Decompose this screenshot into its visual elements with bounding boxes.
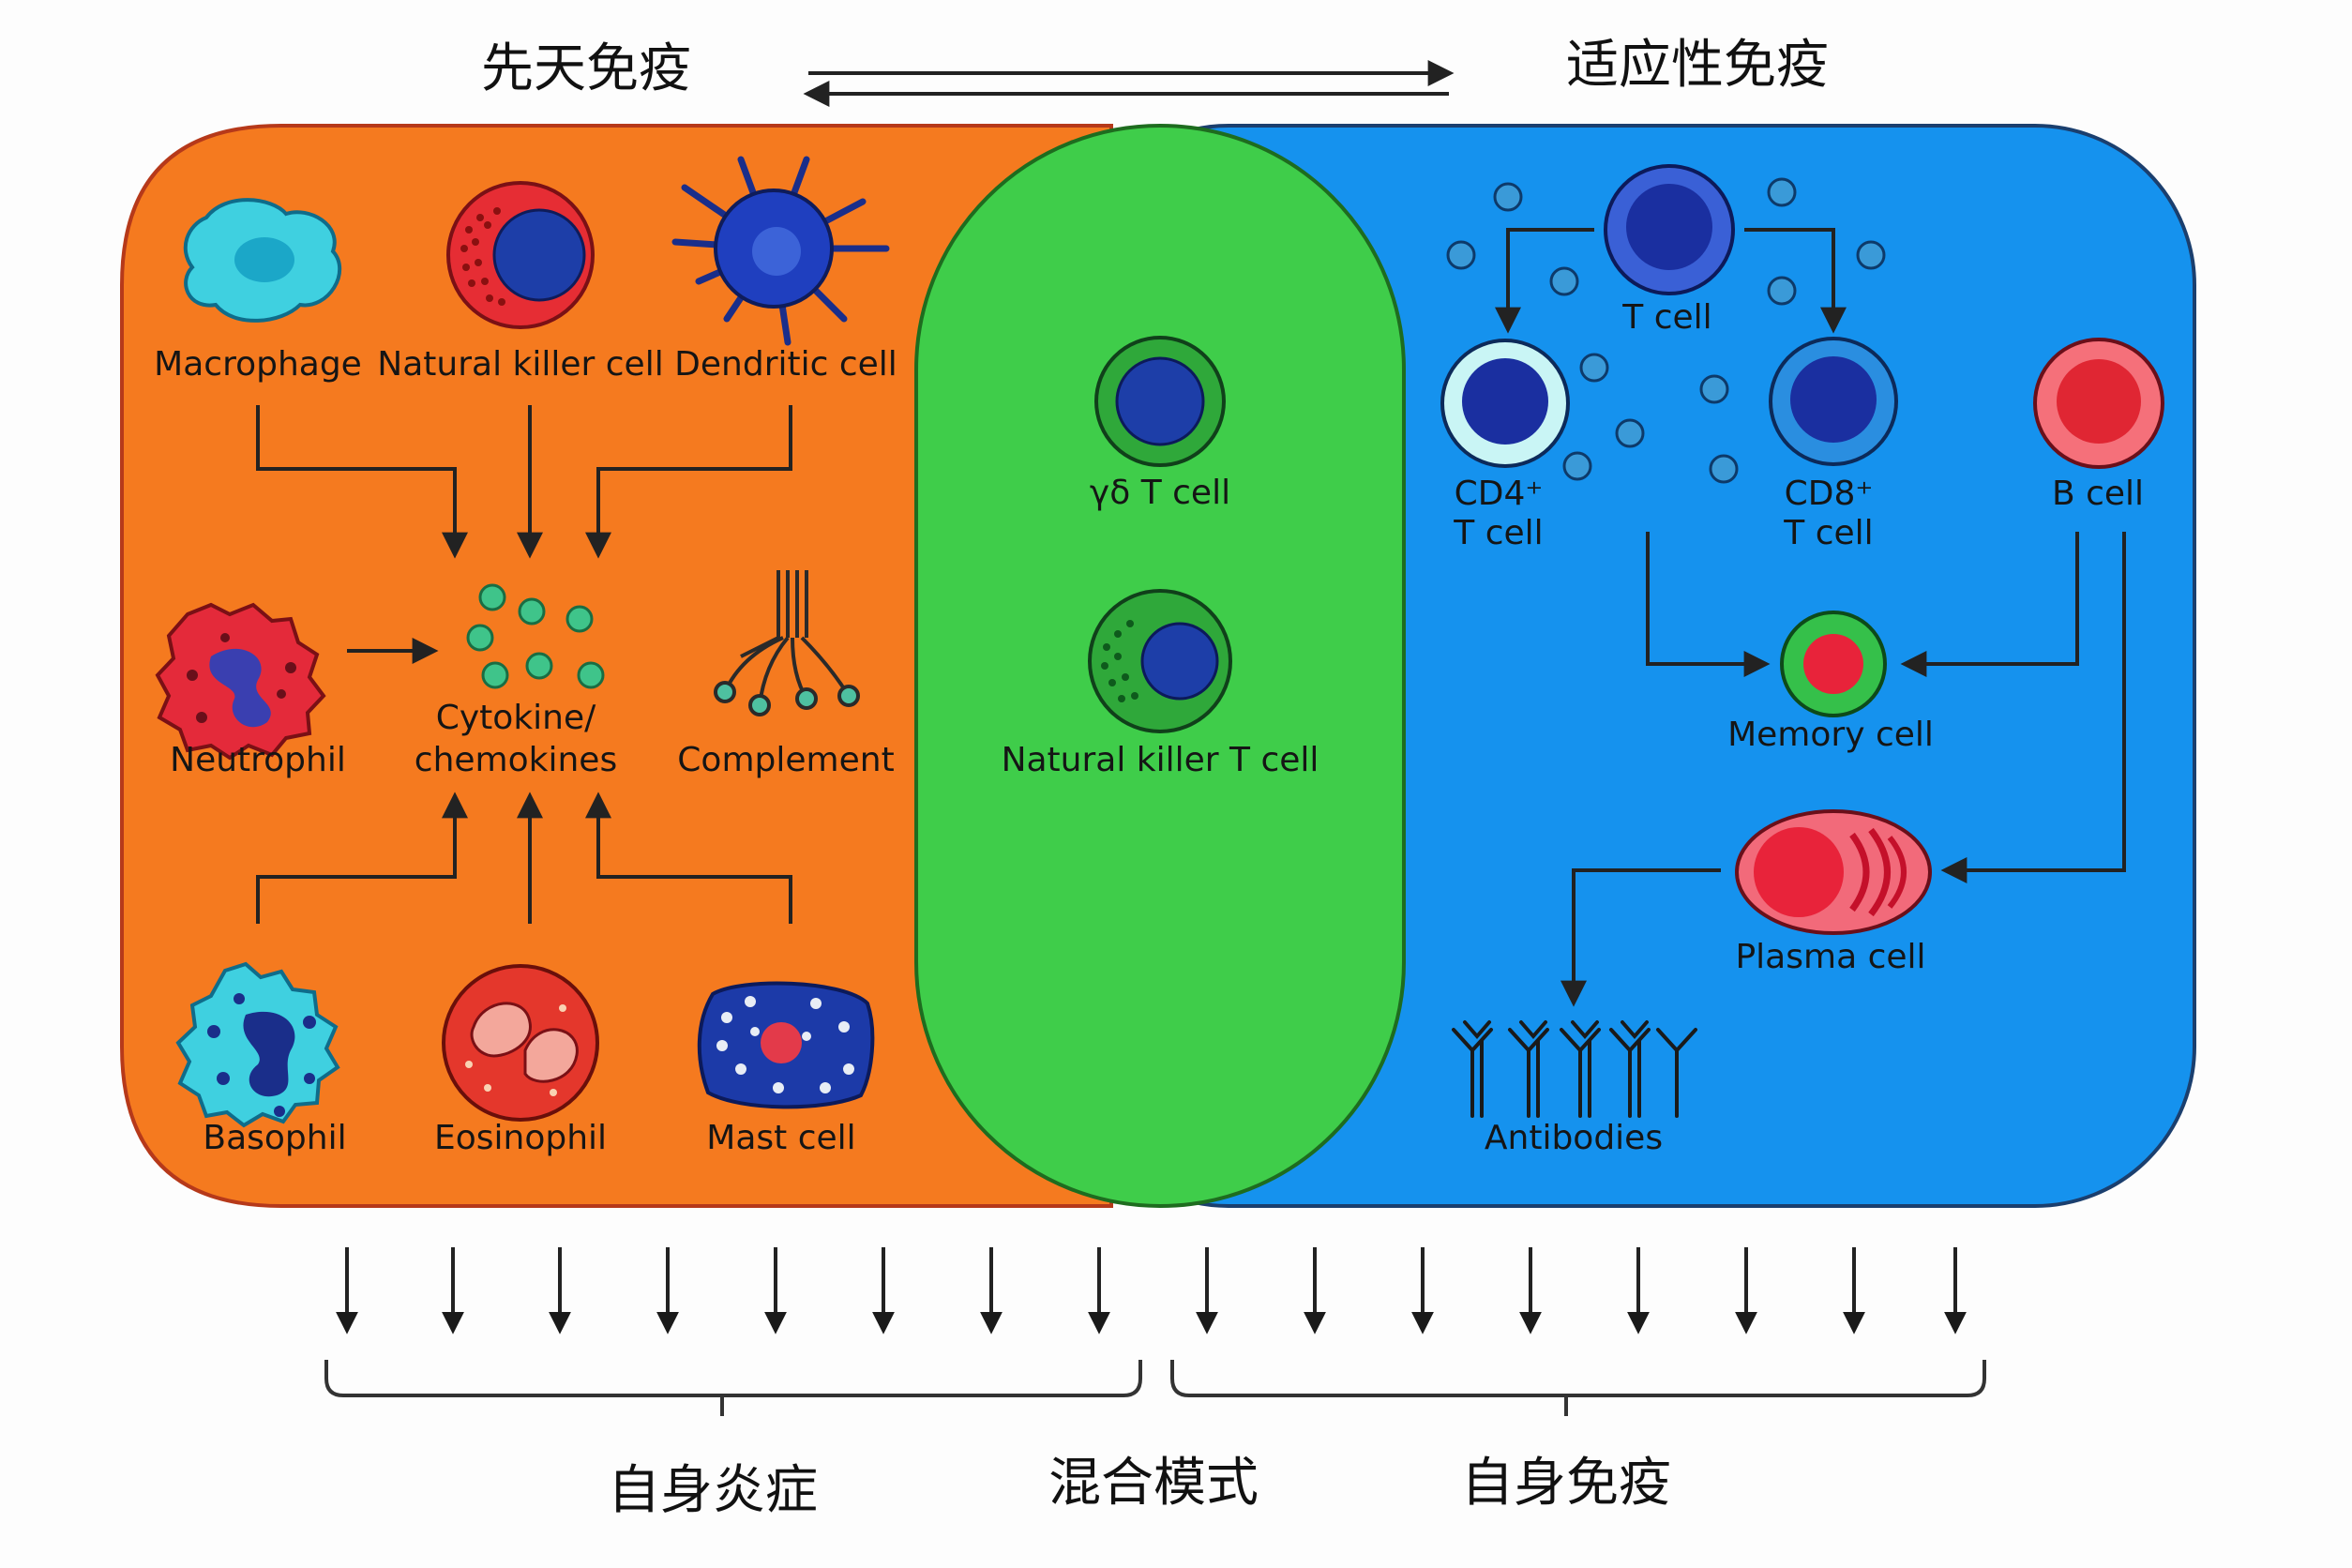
dendritic-cell-label: Dendritic cell [674, 345, 897, 384]
nkt-cell-label: Natural killer T cell [1002, 741, 1319, 779]
autoinflammation-label: 自身炎症 [608, 1460, 818, 1521]
t-cell-icon [1604, 164, 1735, 295]
antibodies-icon [1452, 1020, 1697, 1118]
b-cell-icon [2033, 338, 2164, 469]
neutrophil-icon [155, 602, 326, 761]
basophil-label: Basophil [203, 1119, 346, 1157]
adaptive-immunity-title: 适应性免疫 [1566, 35, 1829, 96]
innate-panel [120, 124, 1113, 1208]
memory-cell-icon [1780, 611, 1887, 717]
macrophage-icon [183, 198, 342, 323]
eosinophil-icon [442, 964, 599, 1122]
innate-top-arrows [256, 405, 792, 559]
plasma-cell-label: Plasma cell [1735, 938, 1925, 976]
memory-cell-label: Memory cell [1727, 716, 1934, 754]
innate-bottom-arrows [256, 792, 792, 924]
memory-cell-arrows [1560, 532, 2126, 1007]
complement-icon [714, 570, 860, 716]
autoimmunity-label: 自身免疫 [1461, 1453, 1671, 1514]
nkt-cell-icon [1088, 589, 1232, 733]
dendritic-cell-icon [671, 156, 890, 346]
cytokines-label-line1: Cytokine/ [436, 699, 596, 737]
plasma-cell-icon [1735, 809, 1932, 935]
cd8-label-line1: CD8⁺ [1785, 475, 1874, 513]
bottom-down-arrows [336, 1247, 1967, 1334]
cytokines-label-line2: chemokines [415, 741, 617, 779]
nk-cell-label: Natural killer cell [377, 345, 663, 384]
eosinophil-label: Eosinophil [434, 1119, 607, 1157]
basophil-icon [175, 961, 340, 1128]
innate-immunity-title: 先天免疫 [481, 38, 691, 99]
mast-cell-icon [697, 981, 875, 1109]
antibodies-label: Antibodies [1485, 1119, 1663, 1157]
cd4-label-line1: CD4⁺ [1455, 475, 1544, 513]
bidirectional-arrow [803, 60, 1455, 107]
cd4-label-line2: T cell [1453, 514, 1543, 552]
t-cell-label: T cell [1621, 298, 1711, 337]
neutrophil-label: Neutrophil [170, 741, 346, 779]
gd-t-cell-label: γδ T cell [1090, 474, 1230, 512]
mast-cell-label: Mast cell [706, 1119, 855, 1157]
macrophage-label: Macrophage [154, 345, 362, 384]
bottom-braces [324, 1360, 1986, 1416]
cd8-t-cell-icon [1769, 337, 1898, 466]
adaptive-dots [1446, 177, 1886, 484]
t-cell-branch-arrows [1495, 228, 1847, 334]
cd4-t-cell-icon [1440, 339, 1570, 468]
mixed-pattern-label: 混合模式 [1048, 1453, 1259, 1514]
cd8-label-line2: T cell [1783, 514, 1873, 552]
nk-cell-icon [446, 181, 595, 329]
b-cell-label: B cell [2052, 475, 2144, 513]
complement-label: Complement [677, 741, 894, 779]
cytokine-dots [466, 583, 605, 689]
gd-t-cell-icon [1094, 336, 1226, 467]
